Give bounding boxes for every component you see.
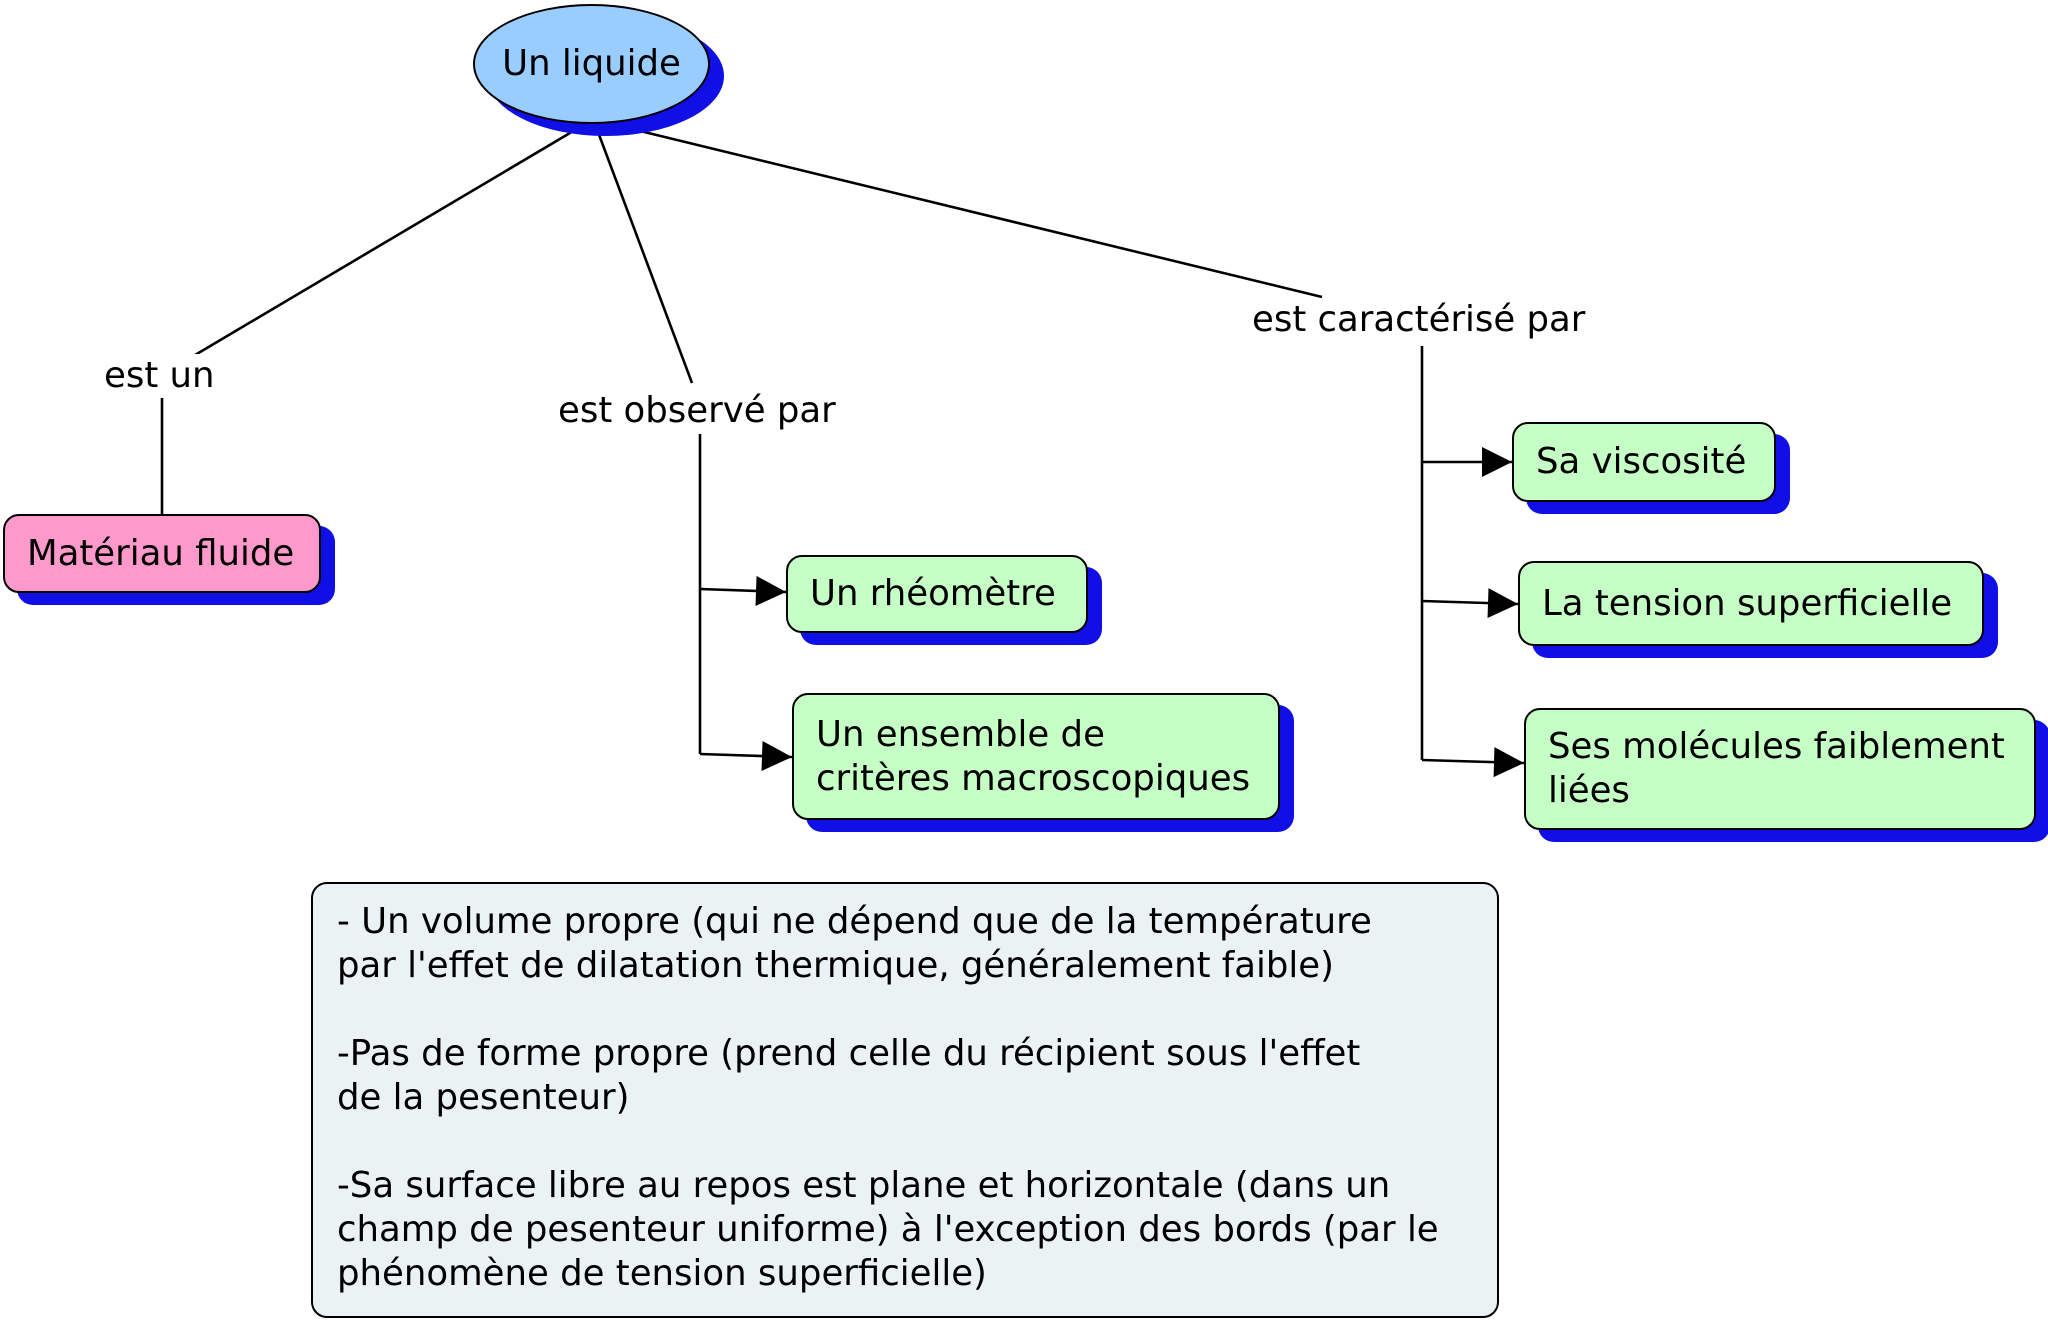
concept-un-rheometre[interactable]: Un rhéomètre (786, 555, 1088, 633)
link-label-est-caracterise-par: est caractérisé par (1252, 298, 1586, 342)
concept-tension-superficielle[interactable]: La tension superficielle (1518, 561, 1984, 646)
concept-un-liquide[interactable]: Un liquide (473, 4, 710, 124)
concept-materiau-fluide[interactable]: Matériau fluide (3, 514, 321, 593)
concept-sa-viscosite[interactable]: Sa viscosité (1512, 422, 1776, 502)
concept-molecules-liees[interactable]: Ses molécules faiblement liées (1524, 708, 2036, 830)
note-liquide-proprietes[interactable]: - Un volume propre (qui ne dépend que de… (311, 882, 1499, 1318)
line-root-est-caracterise (635, 128, 1323, 299)
line-root-est-un (189, 128, 576, 360)
link-label-est-un: est un (104, 354, 215, 398)
line-root-est-observe (596, 131, 694, 384)
link-label-est-observe-par: est observé par (558, 389, 836, 433)
arrow-to-rheometre (699, 575, 787, 606)
concept-un-ensemble[interactable]: Un ensemble de critères macroscopiques (792, 693, 1280, 820)
arrow-to-molecules (1421, 747, 1525, 778)
arrow-to-ensemble (699, 741, 793, 772)
arrow-to-tension (1421, 588, 1519, 619)
